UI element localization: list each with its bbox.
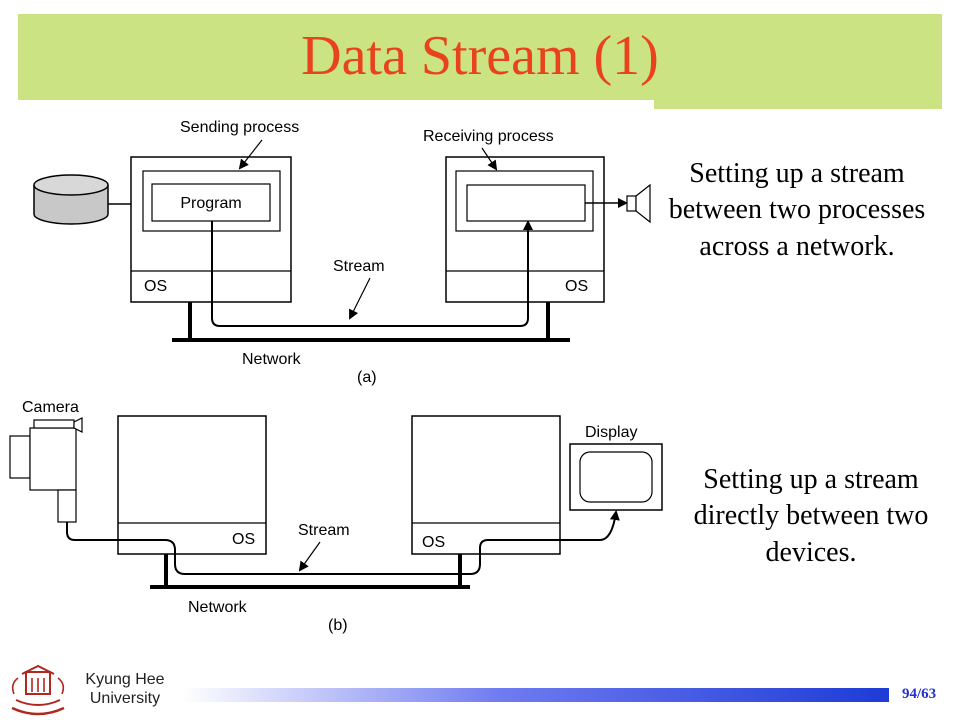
- caption-a: (a): [357, 369, 377, 386]
- camera-label: Camera: [22, 399, 79, 416]
- footer-bar: [183, 688, 889, 702]
- receiving-process-pointer: [481, 147, 498, 171]
- network-label-a: Network: [242, 351, 302, 368]
- camera-icon: [9, 417, 83, 523]
- speaker-icon: [626, 183, 651, 224]
- sending-process-label: Sending process: [180, 119, 299, 136]
- description-b: Setting up a stream directly between two…: [693, 464, 929, 568]
- display-icon: [569, 443, 663, 511]
- receiver-program-box: [466, 184, 586, 222]
- os-label-left-b: OS: [232, 531, 255, 548]
- display-label: Display: [585, 424, 637, 441]
- disk-icon: [33, 174, 109, 225]
- sending-process-pointer: [238, 139, 263, 170]
- os-label-right: OS: [565, 278, 588, 295]
- page-number: 94/63: [902, 686, 937, 702]
- slide-title: Data Stream (1): [301, 25, 659, 87]
- host-box-left-b: [117, 415, 267, 555]
- university-name: Kyung Hee University: [85, 671, 165, 708]
- os-label-right-b: OS: [422, 534, 445, 551]
- stream-path-b: [66, 510, 620, 575]
- stream-label-a: Stream: [333, 258, 385, 275]
- diagram-a: Program OS Sending process OS Receiving …: [33, 119, 651, 386]
- program-label: Program: [180, 195, 241, 212]
- os-label-left: OS: [144, 278, 167, 295]
- receiving-process-label: Receiving process: [423, 128, 554, 145]
- network-label-b: Network: [188, 599, 248, 616]
- title-bar: [18, 14, 942, 109]
- title-bar-notch: [18, 100, 654, 109]
- stream-path-a: [211, 220, 533, 327]
- host-box-right-b: [411, 415, 561, 555]
- stream-pointer-a: [349, 277, 371, 320]
- university-logo-icon: [11, 664, 65, 716]
- caption-b: (b): [328, 617, 348, 634]
- stream-label-b: Stream: [298, 522, 350, 539]
- stream-pointer-b: [298, 541, 321, 572]
- program-box: [151, 183, 271, 222]
- description-a: Setting up a stream between two processe…: [668, 158, 926, 262]
- diagram-b: Camera OS OS Display Stream Network: [9, 399, 663, 634]
